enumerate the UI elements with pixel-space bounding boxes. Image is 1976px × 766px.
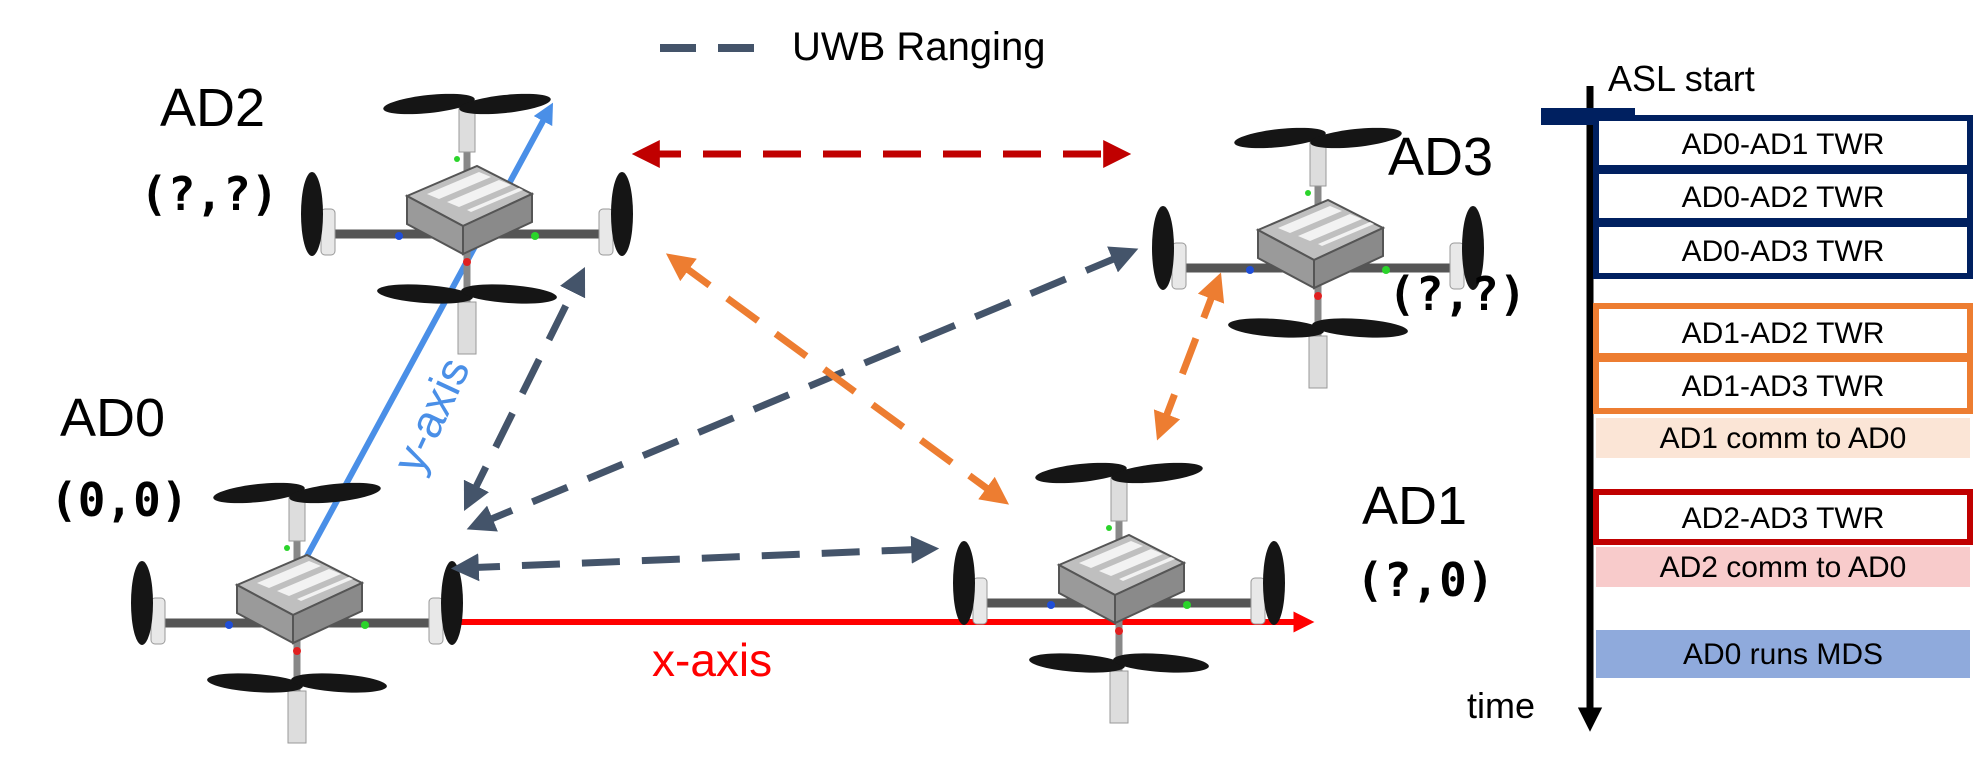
link-ad0-ad2 [463, 266, 586, 512]
ad1-coord: (?,0) [1356, 553, 1494, 607]
link-ad0-ad1 [450, 535, 940, 582]
link-ad1-ad2 [665, 253, 1010, 505]
timeline-step-label: AD1-AD2 TWR [1682, 317, 1885, 350]
legend-label: UWB Ranging [792, 25, 1045, 69]
timeline-step-label: AD1 comm to AD0 [1660, 422, 1907, 455]
timeline-step-label: AD0 runs MDS [1683, 638, 1883, 671]
timeline: ASL start time AD0-AD1 TWR AD0-AD2 TWR A… [1467, 58, 1973, 732]
x-axis-label: x-axis [652, 634, 772, 686]
timeline-step-box [1593, 168, 1973, 224]
link-ad1-ad3 [1153, 272, 1225, 441]
link-ad0-ad3 [466, 246, 1139, 532]
timeline-step-box [1596, 418, 1970, 458]
timeline-start-label: ASL start [1608, 58, 1755, 99]
drone-ad1 [953, 459, 1285, 723]
legend: UWB Ranging [660, 25, 1045, 69]
timeline-step-label: AD2-AD3 TWR [1682, 502, 1885, 535]
ad0-coord: (0,0) [50, 473, 188, 527]
ad2-coord: (?,?) [140, 167, 278, 221]
timeline-step-box [1593, 221, 1973, 279]
ad3-name: AD3 [1388, 127, 1493, 187]
ad0-name: AD0 [60, 388, 165, 448]
drone-ad2 [301, 90, 633, 354]
timeline-step-box [1596, 630, 1970, 678]
timeline-end-label: time [1467, 685, 1535, 726]
ad1-name: AD1 [1362, 476, 1467, 536]
timeline-step-label: AD0-AD3 TWR [1682, 235, 1885, 268]
timeline-step-label: AD1-AD3 TWR [1682, 370, 1885, 403]
timeline-step-label: AD0-AD1 TWR [1682, 128, 1885, 161]
ad3-coord: (?,?) [1388, 267, 1526, 321]
timeline-step-box [1593, 356, 1973, 414]
timeline-step-label: AD0-AD2 TWR [1682, 181, 1885, 214]
timeline-step-box [1596, 547, 1970, 587]
y-axis-label: y-axis [382, 349, 480, 480]
timeline-step-box [1593, 489, 1973, 545]
timeline-step-label: AD2 comm to AD0 [1660, 551, 1907, 584]
ad2-name: AD2 [160, 78, 265, 138]
